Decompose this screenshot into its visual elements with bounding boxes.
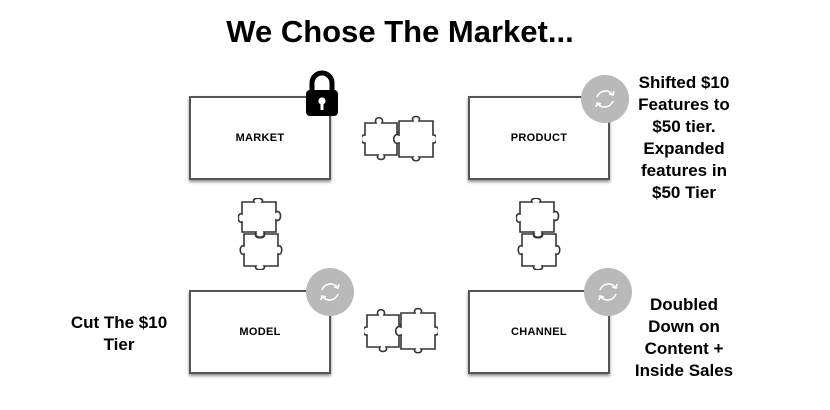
puzzle-pieces-icon — [362, 115, 436, 162]
refresh-icon — [595, 90, 615, 108]
slide-title: We Chose The Market... — [226, 14, 574, 49]
model-box: MODEL — [189, 290, 331, 374]
product-note: Shifted $10 Features to $50 tier. Expand… — [638, 73, 730, 202]
channel-refresh-badge — [584, 268, 632, 316]
channel-note: Doubled Down on Content + Inside Sales — [634, 295, 734, 380]
refresh-icon — [598, 283, 618, 301]
channel-label: CHANNEL — [511, 326, 567, 338]
model-refresh-badge — [306, 268, 354, 316]
model-note: Cut The $10 Tier — [70, 313, 168, 354]
market-label: MARKET — [235, 132, 285, 144]
puzzle-pieces-icon — [238, 198, 283, 270]
product-refresh-badge — [581, 75, 629, 123]
refresh-icon — [320, 283, 340, 301]
puzzle-pieces-icon — [516, 198, 561, 270]
model-label: MODEL — [239, 326, 281, 338]
puzzle-pieces-icon — [364, 307, 438, 354]
product-label: PRODUCT — [510, 132, 568, 144]
lock-icon — [306, 70, 338, 116]
